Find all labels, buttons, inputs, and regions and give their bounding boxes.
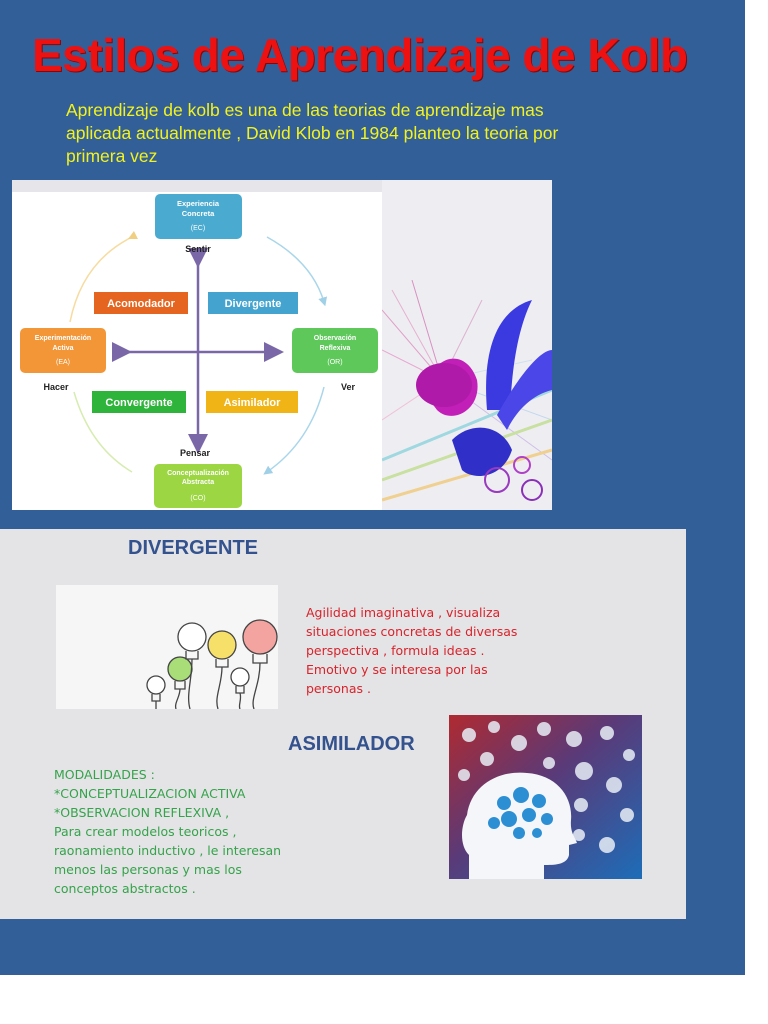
ec-abbr: (EC) (191, 225, 205, 232)
ec-box (155, 194, 242, 239)
cycle-arc (263, 386, 325, 475)
lightbulbs-image (56, 585, 278, 710)
asimilador-text-line: *CONCEPTUALIZACION ACTIVA (54, 786, 246, 801)
ea-label: Experimentación (35, 335, 91, 342)
styles-panel: DIVERGENTE (0, 529, 686, 919)
asimilador-text-line: Para crear modelos teoricos , (54, 824, 237, 839)
asimilador-label: Asimilador (224, 397, 282, 409)
acomodador-badge (94, 292, 188, 314)
co-label: Conceptualización (167, 470, 229, 477)
divergente-text-line: situaciones concretas de diversas (306, 624, 518, 639)
convergente-label: Convergente (105, 397, 172, 409)
co-box (154, 464, 242, 508)
pensar-label: Pensar (180, 448, 211, 458)
divergente-text-line: personas . (306, 681, 371, 696)
asimilador-text-line: raonamiento inductivo , le interesan (54, 843, 282, 858)
intro-line: primera vez (66, 146, 158, 166)
acomodador-label: Acomodador (107, 298, 176, 310)
convergente-badge (92, 391, 186, 413)
ea-label: Activa (52, 345, 73, 352)
blue-swirl (486, 300, 532, 410)
ec-label: Experiencia (177, 199, 220, 208)
ea-abbr: (EA) (56, 359, 70, 366)
or-box (292, 328, 378, 373)
asimilador-text-line: conceptos abstractos . (54, 881, 196, 896)
ea-box (20, 328, 106, 373)
ver-label: Ver (341, 382, 356, 392)
or-label: Reflexiva (320, 345, 351, 352)
cycle-arc (69, 230, 139, 323)
intro-line: Aprendizaje de kolb es una de las teoria… (66, 100, 544, 120)
decorative-swirl-art (381, 180, 552, 510)
co-label: Abstracta (182, 479, 214, 486)
cycle-arc (73, 391, 133, 473)
page-title: Estilos de Aprendizaje de Kolb (32, 29, 688, 81)
asimilador-text-line: *OBSERVACION REFLEXIVA , (54, 805, 230, 820)
divergente-badge (208, 292, 298, 314)
divergente-text-line: Emotivo y se interesa por las (306, 662, 488, 677)
cycle-arc (266, 236, 328, 307)
or-abbr: (OR) (327, 359, 342, 366)
lightbulbs-svg (56, 585, 278, 710)
co-abbr: (CO) (190, 495, 205, 502)
intro-line: aplicada actualmente , David Klob en 198… (66, 123, 559, 143)
asimilador-description: MODALIDADES : *CONCEPTUALIZACION ACTIVA … (54, 765, 294, 898)
head-gears-image (449, 715, 642, 879)
sentir-label: Sentir (185, 244, 211, 254)
asimilador-badge (206, 391, 298, 413)
divergente-label: Divergente (225, 298, 282, 310)
ec-label: Concreta (182, 209, 215, 218)
kolb-cycle-svg: Experiencia Concreta (EC) Sentir Experim… (20, 194, 378, 508)
asimilador-heading: ASIMILADOR (288, 733, 415, 755)
head-gears-svg (449, 715, 642, 879)
divergente-description: Agilidad imaginativa , visualiza situaci… (306, 603, 566, 698)
kolb-banner-image: Experiencia Concreta (EC) Sentir Experim… (12, 180, 552, 510)
intro-paragraph: Aprendizaje de kolb es una de las teoria… (66, 99, 666, 168)
kolb-cycle-diagram: Experiencia Concreta (EC) Sentir Experim… (12, 192, 382, 510)
hacer-label: Hacer (43, 382, 69, 392)
or-label: Observación (314, 335, 356, 342)
divergente-text-line: perspectiva , formula ideas . (306, 643, 485, 658)
asimilador-text-line: menos las personas y mas los (54, 862, 242, 877)
divergente-heading: DIVERGENTE (128, 537, 259, 559)
swirl-svg (381, 180, 552, 510)
asimilador-text-line: MODALIDADES : (54, 767, 155, 782)
divergente-text-line: Agilidad imaginativa , visualiza (306, 605, 501, 620)
